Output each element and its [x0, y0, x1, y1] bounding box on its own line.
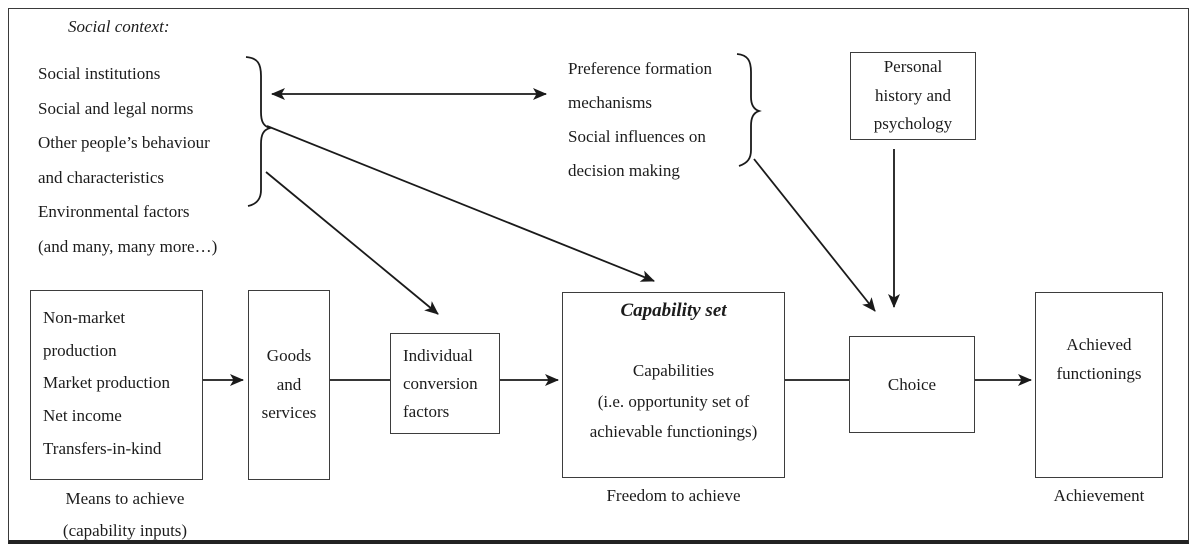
means-caption-line: Means to achieve [65, 489, 185, 508]
inputs-line: Net income [43, 406, 122, 426]
personal-history-line: Personal [883, 57, 943, 77]
achievement-caption: Achievement [1053, 486, 1145, 505]
capability-line: achievable functionings) [589, 422, 758, 441]
capability-set-title: Capability set [620, 300, 727, 321]
inputs-line: Non-market [43, 308, 126, 327]
capability-line: Capabilities [632, 361, 715, 380]
goods-line: services [261, 403, 317, 423]
choice-box: Choice [849, 336, 975, 433]
personal-history-box: Personal history and psychology [850, 52, 976, 140]
inputs-line: Transfers-in-kind [43, 438, 162, 458]
social-context-item: and characteristics [38, 167, 165, 187]
achieved-line: functionings [1056, 364, 1142, 383]
capability-inputs-box: Non-market production Market production … [30, 290, 203, 480]
goods-line: and [276, 374, 302, 394]
social-context-item: (and many, many more…) [38, 236, 218, 256]
preference-line: decision making [568, 161, 680, 180]
social-context-heading: Social context: [68, 17, 170, 36]
freedom-to-achieve-caption: Freedom to achieve [606, 486, 741, 505]
inputs-line: Market production [43, 373, 170, 393]
social-context-item: Social and legal norms [38, 98, 194, 118]
social-context-item: Environmental factors [38, 202, 190, 222]
social-context-item: Other people’s behaviour [38, 133, 210, 153]
personal-history-line: psychology [873, 114, 953, 134]
preference-line: mechanisms [568, 93, 653, 112]
figure-border [8, 8, 1189, 544]
achieved-functionings-box: Achieved functionings [1035, 292, 1163, 478]
conversion-factors-box: Individual conversion factors [390, 333, 500, 434]
goods-line: Goods [266, 346, 312, 366]
capability-line: (i.e. opportunity set of [597, 391, 750, 411]
goods-services-box: Goods and services [248, 290, 330, 480]
personal-history-line: history and [874, 85, 952, 105]
choice-label: Choice [887, 374, 937, 394]
social-context-list: Social institutions Social and legal nor… [38, 57, 217, 265]
achieved-line: Achieved [1066, 335, 1132, 354]
social-context-item: Social institutions [38, 64, 161, 83]
capability-set-lines: Capabilities (i.e. opportunity set of ac… [563, 356, 784, 448]
capability-set-box: Capability set Capabilities (i.e. opport… [562, 292, 785, 478]
conversion-line: conversion [403, 373, 478, 393]
means-caption-line: (capability inputs) [62, 521, 188, 540]
means-to-achieve-caption: Means to achieve (capability inputs) [30, 483, 220, 547]
preference-line: Social influences on [568, 127, 706, 146]
preference-line: Preference formation [568, 59, 712, 78]
inputs-line: production [43, 340, 117, 360]
conversion-line: Individual [403, 345, 473, 365]
conversion-line: factors [403, 401, 450, 421]
preference-block: Preference formation mechanisms Social i… [568, 52, 712, 188]
